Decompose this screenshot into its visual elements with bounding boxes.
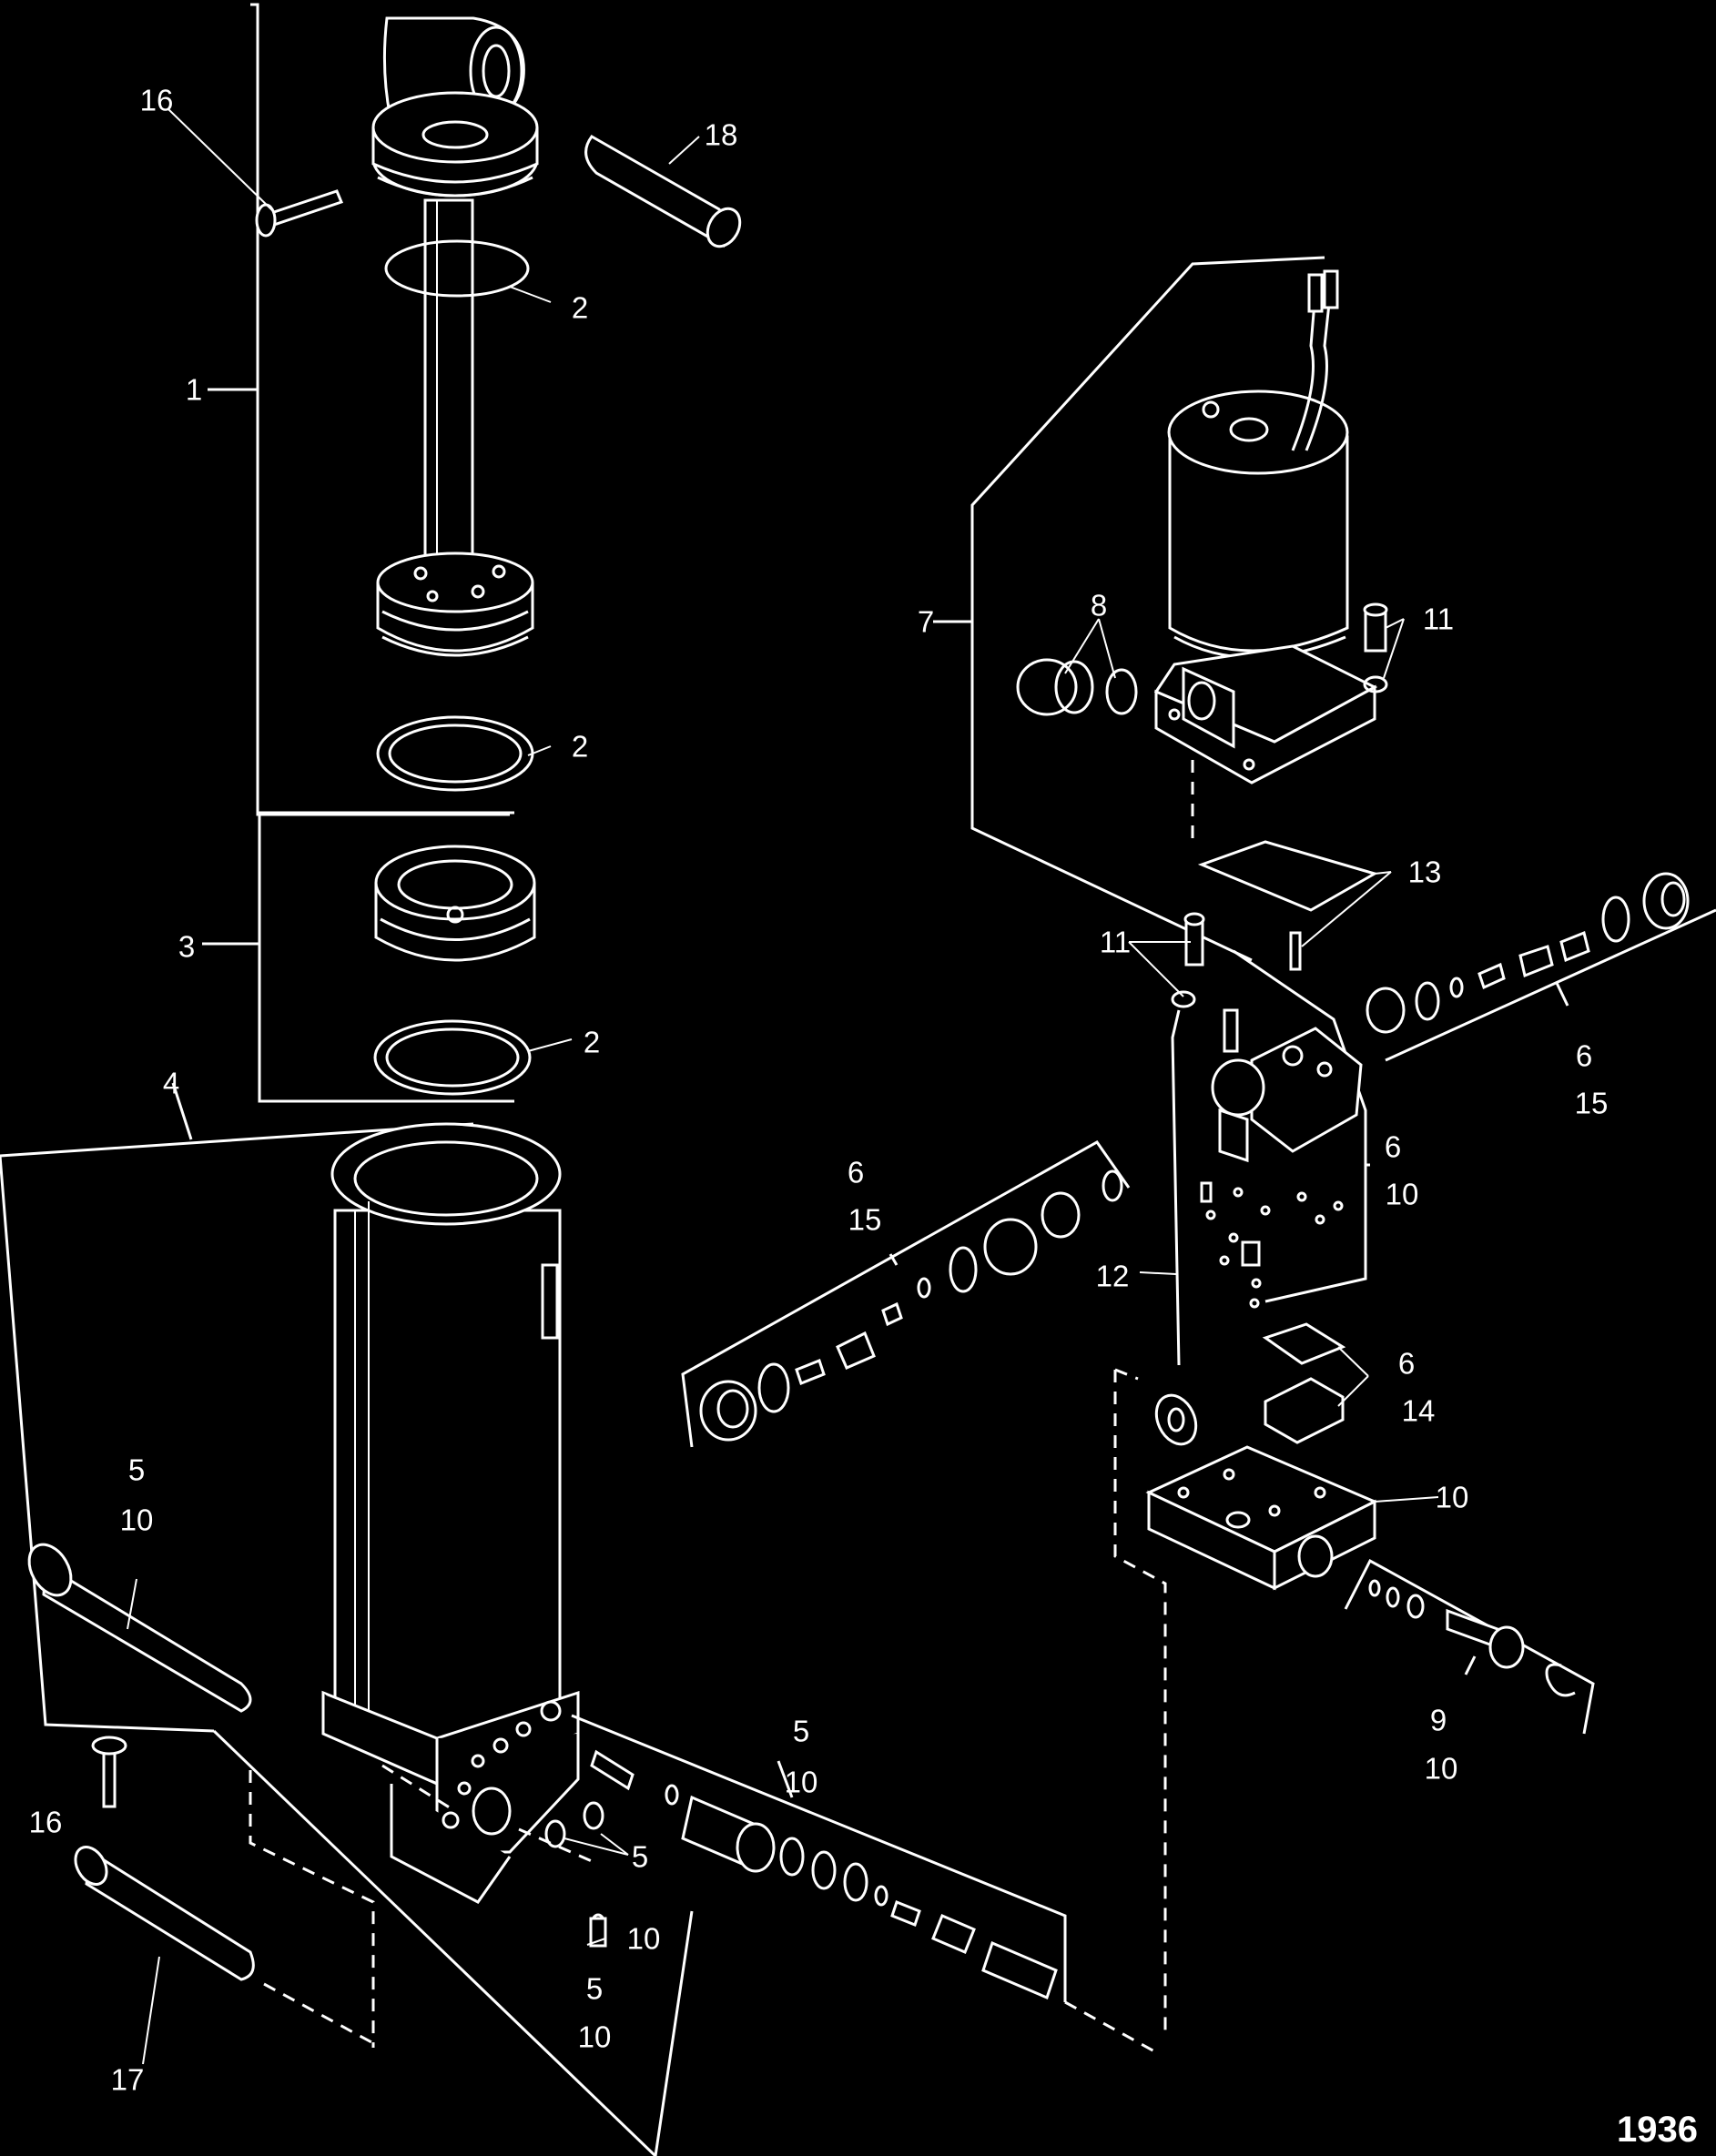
pin-18 bbox=[584, 135, 742, 248]
bracket-valve-middle bbox=[681, 1140, 1131, 1448]
callout-13: 13 bbox=[1407, 855, 1442, 889]
check-valve-parts bbox=[1368, 1579, 1576, 1697]
pump-motor bbox=[1153, 269, 1378, 784]
callout-16-upper: 16 bbox=[139, 83, 174, 117]
screw-16-lower bbox=[91, 1736, 127, 1808]
valve-fittings bbox=[1200, 1181, 1344, 1309]
callout-9: 9 bbox=[1429, 1703, 1447, 1737]
callout-5-pin: 5 bbox=[585, 1971, 604, 2006]
callout-10-screw: 10 bbox=[119, 1503, 154, 1537]
gasket-13 bbox=[1191, 760, 1378, 971]
screw-16-upper bbox=[255, 189, 344, 238]
callout-10-pin-lower: 10 bbox=[577, 2019, 612, 2054]
pin-17 bbox=[74, 1846, 255, 1981]
bracket-1 bbox=[208, 3, 510, 816]
callout-2-upper: 2 bbox=[571, 290, 589, 325]
callout-10-check-valve: 10 bbox=[1424, 1751, 1458, 1786]
figure-number: 1936 bbox=[1617, 2110, 1698, 2150]
callout-6-upper-right: 6 bbox=[1575, 1038, 1593, 1073]
callout-7: 7 bbox=[917, 604, 935, 639]
callout-11-upper: 11 bbox=[1422, 602, 1455, 636]
callout-6-middle: 6 bbox=[847, 1155, 865, 1189]
bracket-valve-lower bbox=[571, 1714, 1067, 2156]
callout-17: 17 bbox=[110, 2062, 145, 2097]
callout-15-middle: 15 bbox=[848, 1202, 882, 1237]
callout-15-upper-right: 15 bbox=[1574, 1086, 1609, 1120]
callout-4: 4 bbox=[162, 1066, 180, 1100]
callout-3: 3 bbox=[178, 929, 196, 964]
callout-1: 1 bbox=[185, 372, 203, 407]
callout-16-lower: 16 bbox=[28, 1805, 63, 1839]
bracket-3 bbox=[202, 811, 514, 1103]
callout-14: 14 bbox=[1401, 1393, 1436, 1428]
ground-wire-12 bbox=[1139, 1009, 1198, 1446]
callout-2-lower: 2 bbox=[583, 1025, 601, 1059]
callout-12: 12 bbox=[1095, 1259, 1130, 1293]
callout-18: 18 bbox=[704, 117, 738, 152]
bushing-assembly bbox=[373, 845, 536, 1096]
cylinder-base-small-parts bbox=[544, 1801, 607, 1948]
callout-10-valve: 10 bbox=[784, 1765, 818, 1799]
manifold-plate bbox=[1113, 1368, 1378, 2039]
cylinder-body bbox=[321, 1122, 580, 1904]
screw-long bbox=[27, 1543, 252, 1713]
callout-10-plate: 10 bbox=[1435, 1480, 1469, 1514]
bracket-check-valve bbox=[1344, 1558, 1595, 1735]
bracket-manifold bbox=[1233, 949, 1370, 1303]
callout-10-manifold: 10 bbox=[1385, 1177, 1419, 1211]
callout-6-gasket: 6 bbox=[1397, 1346, 1416, 1381]
callout-5-screw: 5 bbox=[127, 1453, 146, 1487]
bracket-7 bbox=[933, 256, 1325, 962]
callout-11-lower: 11 bbox=[1099, 925, 1132, 959]
gasket-14 bbox=[1262, 1322, 1346, 1444]
leader-lines bbox=[127, 108, 1439, 2065]
callout-8: 8 bbox=[1090, 588, 1108, 623]
callout-10-pin: 10 bbox=[626, 1921, 661, 1956]
valve-body bbox=[1211, 1027, 1363, 1163]
callout-5-orings: 5 bbox=[631, 1839, 649, 1874]
callout-2-middle: 2 bbox=[571, 729, 589, 764]
plug-8 bbox=[1016, 658, 1138, 716]
callout-5-valve: 5 bbox=[792, 1714, 810, 1748]
piston-rod-assembly bbox=[371, 16, 539, 792]
valve-train-upper-right-parts bbox=[1366, 872, 1690, 1034]
callout-6-manifold: 6 bbox=[1384, 1129, 1402, 1164]
bolt-11-upper bbox=[1363, 602, 1388, 693]
bolt-11-lower bbox=[1171, 912, 1239, 1053]
bracket-valve-upper-right bbox=[1385, 908, 1716, 1062]
valve-train-lower-parts bbox=[590, 1749, 1157, 2054]
valve-train-middle-parts bbox=[699, 1169, 1123, 1442]
dashed-guides-left bbox=[249, 1764, 593, 2048]
